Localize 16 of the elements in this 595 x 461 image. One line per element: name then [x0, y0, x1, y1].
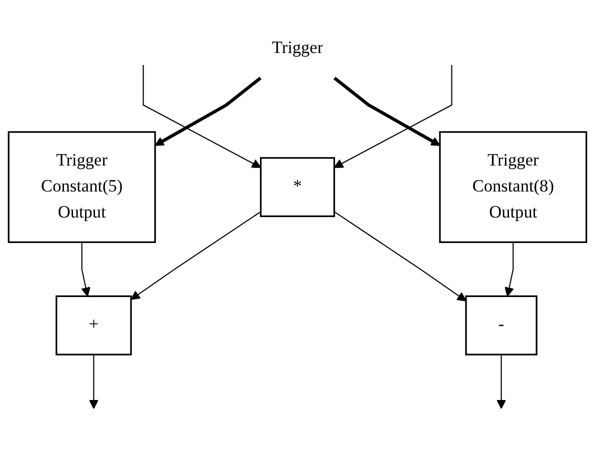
arrow	[334, 211, 466, 302]
node-box: +	[56, 296, 132, 356]
node-box: Trigger Constant(5) Output	[8, 131, 156, 244]
arrow	[154, 76, 262, 146]
arrow	[334, 65, 452, 168]
arrow	[130, 211, 262, 300]
arrow	[142, 65, 262, 168]
arrow	[81, 242, 90, 297]
node-text: Trigger	[272, 39, 324, 58]
node-box: *	[260, 157, 336, 218]
node-box: Trigger Constant(8) Output	[439, 131, 588, 244]
arrow	[88, 354, 98, 410]
node-box: -	[465, 296, 538, 356]
arrow	[504, 242, 514, 297]
arrow	[333, 76, 440, 146]
arrow	[496, 354, 506, 410]
